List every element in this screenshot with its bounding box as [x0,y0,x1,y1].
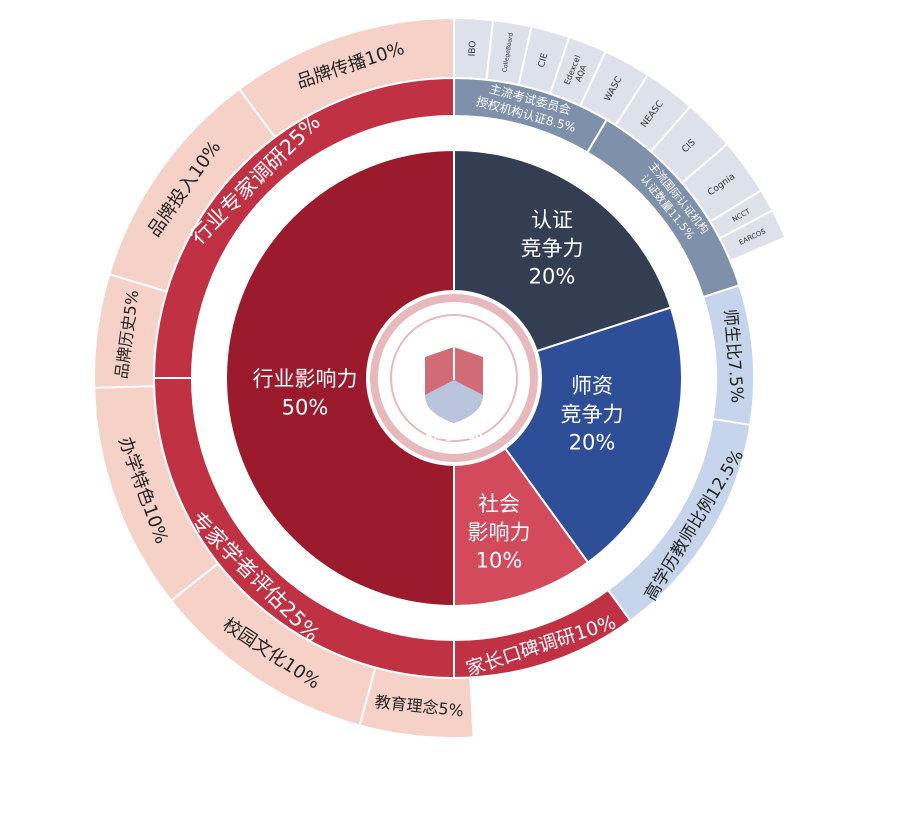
inner-label-2-line-1: 影响力 [468,520,531,544]
inner-label-1: 师资竞争力 20% [561,374,624,455]
shield-lower-icon [425,380,483,423]
inner-slice-3 [225,148,455,608]
outer-label-0-line-0: IBO [468,40,479,56]
inner-label-0-line-2: 20% [529,265,576,289]
logo-ring [370,294,538,462]
inner-label-2-line-0: 社会 [478,492,520,516]
center-logo: 京领 KingLead [366,290,542,466]
inner-label-0-line-0: 认证 [531,208,573,232]
inner-label-1-line-0: 师资 [571,374,613,398]
inner-label-0: 认证竞争力 20% [521,208,584,289]
inner-label-2: 社会影响力 10% [468,492,531,573]
inner-label-2-line-2: 10% [476,549,523,573]
outer-label-2-line-0: CIE [537,52,551,69]
outer-label-0: IBO [468,40,479,56]
inner-label-3-line-0: 行业影响力 [253,367,358,391]
logo-top-text: 京领 [442,315,466,330]
outer-label-2: CIE [537,52,551,69]
inner-label-1-line-1: 竞争力 [561,402,624,426]
inner-label-1-line-2: 20% [569,431,616,455]
inner-label-3-line-1: 50% [282,396,329,420]
inner-label-0-line-1: 竞争力 [521,236,584,260]
middle-slice-6 [152,76,455,379]
inner-label-3: 行业影响力 50% [253,367,358,419]
logo-bottom-text: KingLead [425,429,483,442]
